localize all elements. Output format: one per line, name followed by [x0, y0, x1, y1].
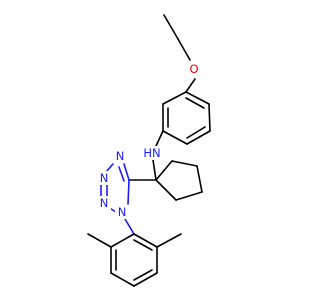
bond-phenyl-2	[208, 103, 211, 132]
bond-cyclopentyl-4	[175, 191, 203, 201]
bond-tetrazole-c5-n4	[123, 163, 130, 181]
bond-layer	[87, 14, 211, 287]
bond-phenyl-4	[162, 130, 188, 145]
amine-backdrop	[140, 146, 164, 160]
ether-oxygen-backdrop	[187, 62, 201, 76]
bond-nh-cquat	[152, 159, 157, 181]
atom-label-layer: O HN N N N N	[97, 62, 201, 219]
bond-cyclopentyl-2	[171, 160, 198, 167]
tetrazole-n-substituted-backdrop	[115, 205, 129, 219]
tetrazole-n-lower-backdrop	[97, 196, 111, 210]
tetrazole-n-substituted-atom: N	[115, 205, 129, 219]
bond-xylyl-4	[110, 272, 135, 287]
bond-phenyl-double-2	[186, 126, 206, 139]
bond-aryl-nh	[155, 130, 164, 147]
bond-phenyl-1	[185, 91, 210, 105]
amine-label: HN	[143, 146, 160, 160]
bond-phenyl-6	[162, 91, 187, 105]
bond-phenyl-double-1	[185, 97, 205, 109]
bond-cyclopentyl-5	[155, 179, 177, 201]
bond-tetrazole-c5-n4-double	[118, 166, 125, 182]
bond-ch2-o	[177, 38, 191, 61]
bond-xylyl-double-2	[133, 269, 153, 281]
molecule-structure: O HN N N N N	[87, 14, 211, 287]
ether-oxygen-label: O	[189, 62, 198, 76]
tetrazole-n-upper-label: N	[116, 149, 125, 163]
bond-methyl-left	[87, 233, 112, 248]
bond-o-aryl	[185, 78, 196, 93]
bond-phenyl-3	[186, 130, 211, 145]
bond-tetrazole-n1-c5	[127, 179, 130, 205]
tetrazole-n-lower-label: N	[100, 196, 109, 210]
ether-oxygen-atom: O	[187, 62, 201, 76]
bond-xylyl-3	[133, 272, 158, 287]
tetrazole-n-middle-backdrop	[97, 171, 111, 185]
bond-tetrazole-n4-n3	[105, 163, 114, 173]
bond-methyl-right	[156, 233, 182, 248]
bond-xylyl-double-1	[133, 239, 153, 251]
tetrazole-n-upper-backdrop	[113, 149, 127, 163]
tetrazole-n-upper-atom: N	[113, 149, 127, 163]
bond-cyclopentyl-1	[155, 160, 173, 181]
tetrazole-n-middle-label: N	[100, 171, 109, 185]
bond-xylyl-6	[110, 233, 135, 248]
bond-ch3-ch2	[163, 14, 179, 40]
bond-xylyl-1	[133, 233, 158, 248]
bond-cyclopentyl-3	[196, 165, 203, 193]
amine-atom: HN	[140, 146, 164, 160]
tetrazole-n-substituted-label: N	[118, 205, 127, 219]
bond-n1-aryl	[124, 218, 135, 235]
tetrazole-n-middle-atom: N	[97, 171, 111, 185]
tetrazole-n-lower-atom: N	[97, 196, 111, 210]
